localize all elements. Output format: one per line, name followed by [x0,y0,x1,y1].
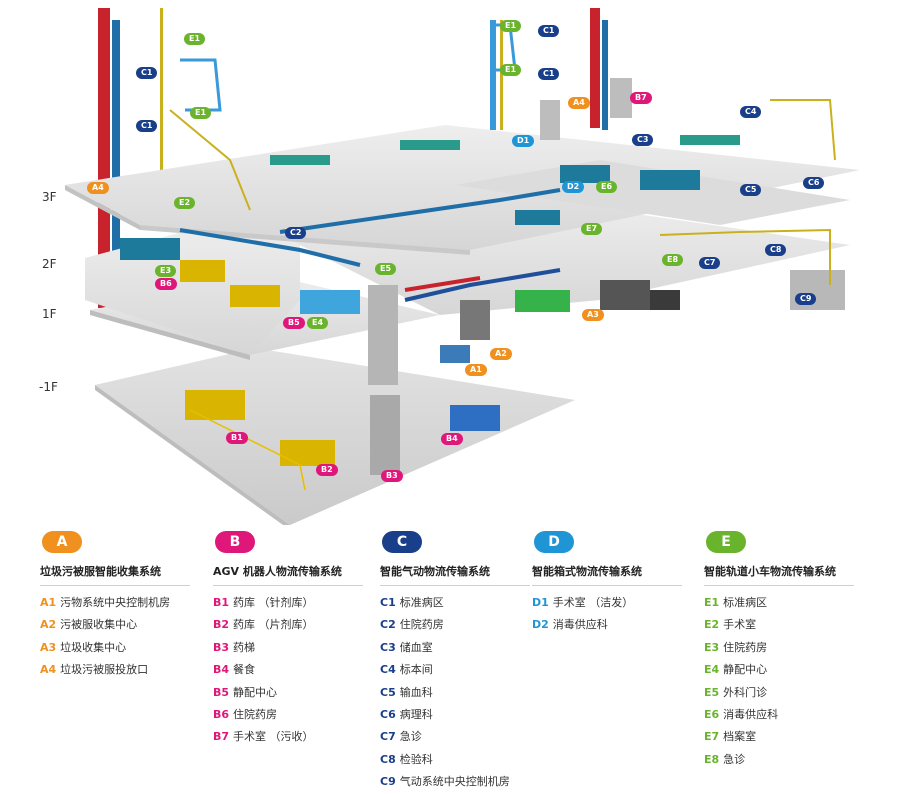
building-3d-diagram [65,8,860,530]
pin-b4[interactable]: B4 [441,433,463,445]
pin-c1[interactable]: C1 [136,67,158,79]
pin-e5[interactable]: E5 [375,263,397,275]
pin-c8[interactable]: C8 [765,244,787,256]
floor-basement [95,348,575,530]
pin-b5[interactable]: B5 [283,317,305,329]
pin-c1[interactable]: C1 [136,120,158,132]
pin-e3[interactable]: E3 [155,265,177,277]
floor-3f [65,78,860,260]
legend-title-d: 智能箱式物流传输系统 [532,563,682,586]
pin-e7[interactable]: E7 [581,223,603,235]
pin-e1[interactable]: E1 [500,20,522,32]
floor-label-b1: -1F [39,380,58,394]
pin-a3[interactable]: A3 [582,309,604,321]
floor-label-2f: 2F [42,257,57,271]
pin-c6[interactable]: C6 [803,177,825,189]
pin-e1[interactable]: E1 [190,107,212,119]
floor-label-1f: 1F [42,307,57,321]
legend-badge-a: A [42,531,82,553]
pin-c1[interactable]: C1 [538,68,560,80]
pin-c2[interactable]: C2 [285,227,307,239]
pin-c4[interactable]: C4 [740,106,762,118]
pin-e1[interactable]: E1 [500,64,522,76]
pin-d1[interactable]: D1 [512,135,535,147]
pin-e2[interactable]: E2 [174,197,196,209]
pin-c9[interactable]: C9 [795,293,817,305]
legend-badge-e: E [706,531,746,553]
legend-badge-b: B [215,531,255,553]
vertical-risers [98,8,608,310]
pin-a4[interactable]: A4 [568,97,590,109]
pin-e1[interactable]: E1 [184,33,206,45]
floor-label-3f: 3F [42,190,57,204]
pin-a4[interactable]: A4 [87,182,109,194]
pin-b1[interactable]: B1 [226,432,248,444]
legend-badge-d: D [534,531,574,553]
pin-e4[interactable]: E4 [307,317,329,329]
pin-c3[interactable]: C3 [632,134,654,146]
legend-title-c: 智能气动物流传输系统 [380,563,530,586]
pin-c5[interactable]: C5 [740,184,762,196]
pin-b6[interactable]: B6 [155,278,177,290]
pin-c1[interactable]: C1 [538,25,560,37]
legend-title-b: AGV 机器人物流传输系统 [213,563,363,586]
legend-badge-c: C [382,531,422,553]
legend-title-a: 垃圾污被服智能收集系统 [40,563,190,586]
pin-a2[interactable]: A2 [490,348,512,360]
pin-c7[interactable]: C7 [699,257,721,269]
legend-title-e: 智能轨道小车物流传输系统 [704,563,854,586]
building-illustration: 3F 2F 1F -1F E1 C1 E1 C1 E2 A4 E1 C1 E1 … [39,8,860,530]
pin-a1[interactable]: A1 [465,364,487,376]
pin-b7[interactable]: B7 [630,92,652,104]
pin-e6[interactable]: E6 [596,181,618,193]
pin-d2[interactable]: D2 [562,181,585,193]
pin-b2[interactable]: B2 [316,464,338,476]
pin-e8[interactable]: E8 [662,254,684,266]
pin-b3[interactable]: B3 [381,470,403,482]
